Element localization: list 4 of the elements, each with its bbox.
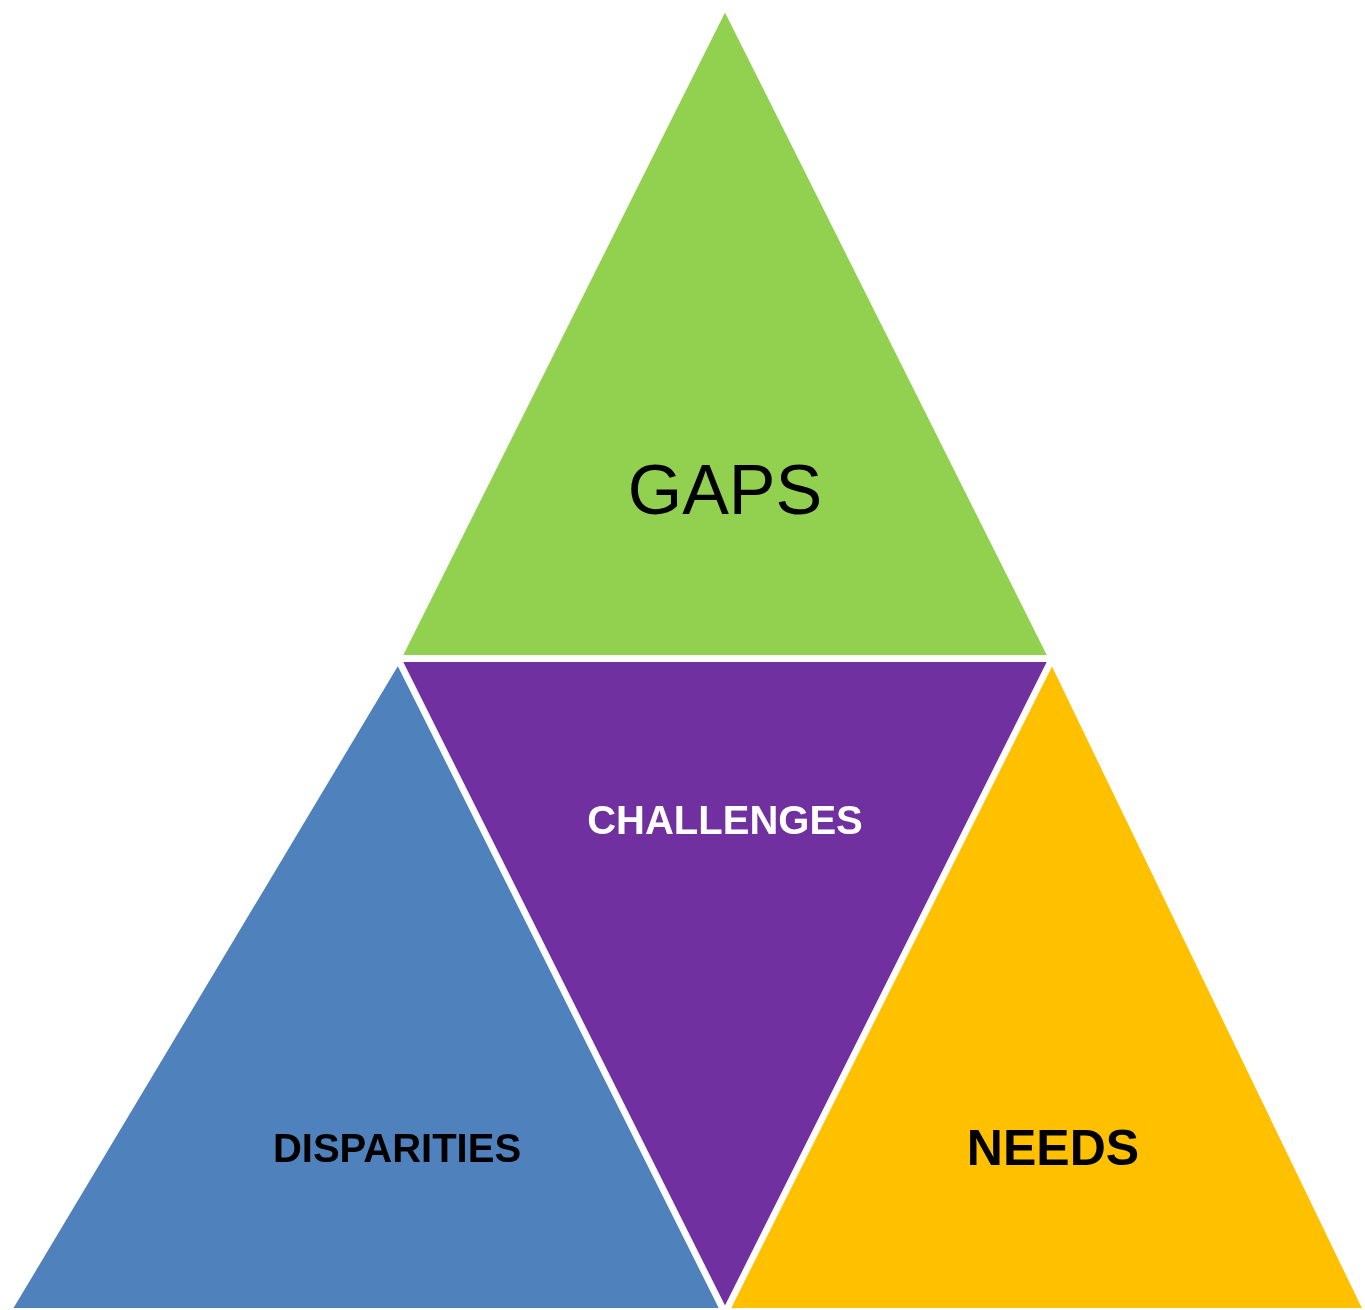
triangle-label: NEEDS	[966, 1123, 1140, 1173]
triangle-label: DISPARITIES	[272, 1128, 522, 1168]
triangle-label: GAPS	[627, 455, 823, 525]
triangle-label: CHALLENGES	[587, 800, 863, 840]
